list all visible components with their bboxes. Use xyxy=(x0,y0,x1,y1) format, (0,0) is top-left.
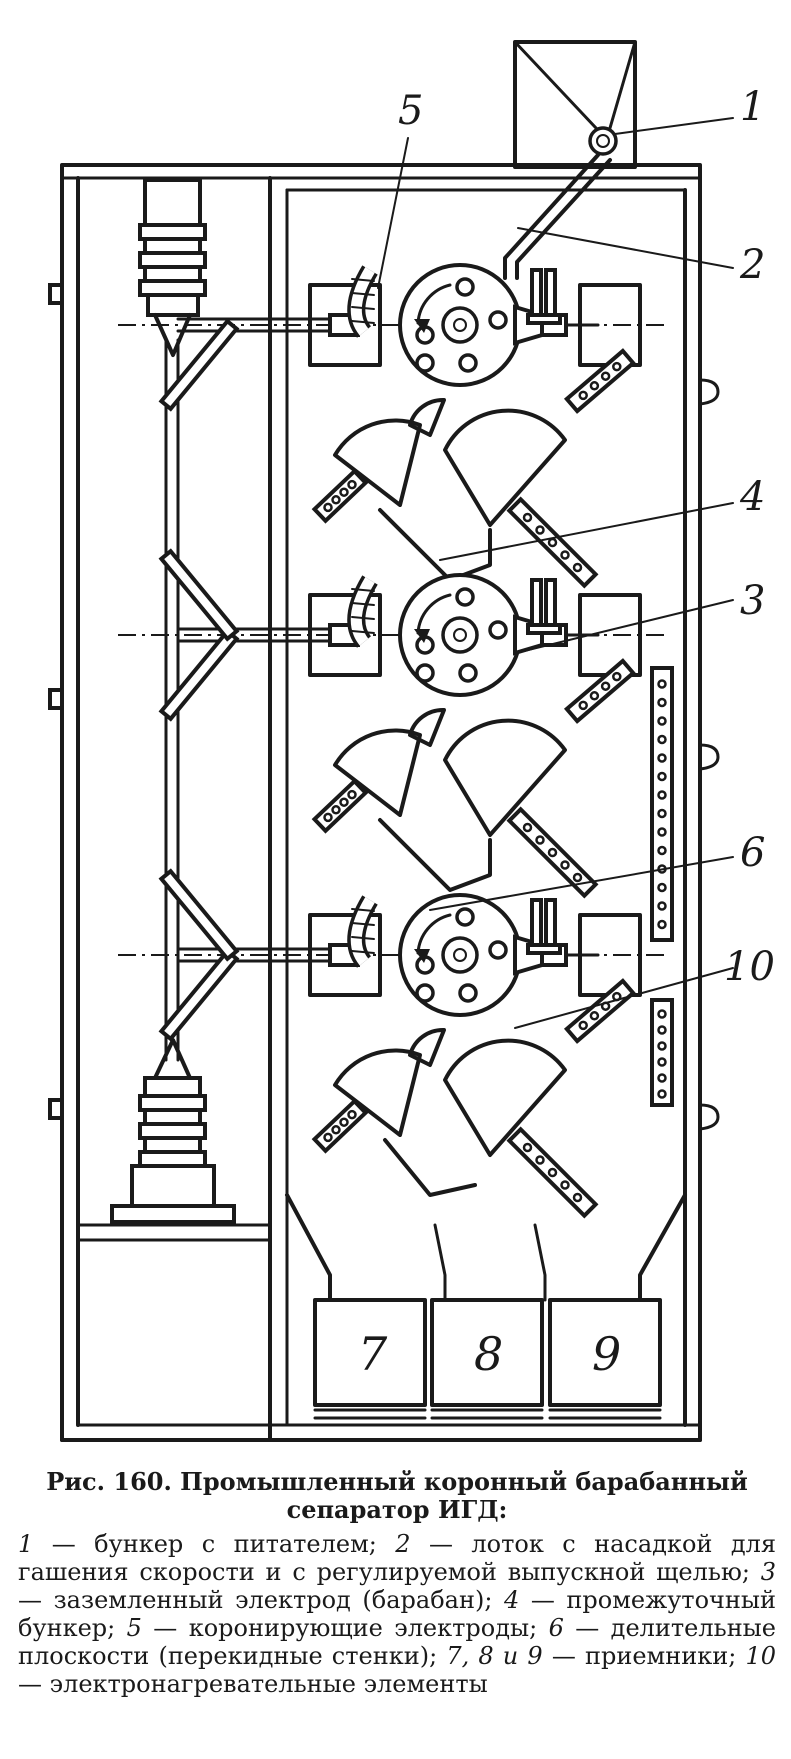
receiver-8 xyxy=(430,1298,544,1407)
callout-1: 1 xyxy=(740,84,765,130)
callout-10: 10 xyxy=(724,944,775,990)
callout-leaders xyxy=(377,117,734,1029)
stage-2 xyxy=(118,548,670,899)
callout-6: 6 xyxy=(740,830,765,876)
receiver-label-9: 9 xyxy=(592,1327,621,1381)
caption-title: Рис. 160. Промышленный коронный барабанн… xyxy=(46,1467,748,1524)
callout-3: 3 xyxy=(740,578,765,624)
feed-hopper xyxy=(513,40,637,169)
callout-5: 5 xyxy=(398,88,423,134)
receivers: 7 8 9 xyxy=(313,1298,662,1420)
legend-text: — коронирующие электроды; xyxy=(141,1614,549,1642)
legend-text: — электронагревательные элементы xyxy=(18,1670,488,1698)
receiver-label-7: 7 xyxy=(358,1327,388,1381)
legend-text: — заземленный электрод (барабан); xyxy=(18,1586,504,1614)
receiver-7 xyxy=(313,1298,427,1407)
stage-1 xyxy=(118,263,670,589)
receiver-label-8: 8 xyxy=(474,1327,503,1381)
legend-key: 5 xyxy=(126,1614,142,1642)
feed-chute xyxy=(503,153,612,280)
legend-key: 10 xyxy=(745,1642,777,1670)
legend-text: — делительные плоскости (перекидные стен… xyxy=(18,1614,776,1670)
heater-strip xyxy=(650,666,674,942)
receiver-9 xyxy=(548,1298,662,1407)
legend-key: 1 xyxy=(18,1530,34,1558)
insulator-top xyxy=(138,178,207,357)
legend-text: — бункер с питателем; xyxy=(33,1530,396,1558)
legend-text: — промежуточный бункер; xyxy=(18,1586,776,1642)
legend-key: 2 xyxy=(395,1530,411,1558)
separator-diagram: 7 8 9 1 2 3 4 5 6 10 xyxy=(48,40,775,1442)
caption-legend: 1 — бункер с питателем; 2 — лоток с наса… xyxy=(18,1530,776,1698)
heater-strip-lower xyxy=(650,998,674,1107)
legend-key: 4 xyxy=(503,1586,520,1614)
legend-key: 6 xyxy=(548,1614,564,1642)
legend-text: — лоток с насадкой для гашения скорости … xyxy=(18,1530,776,1586)
callout-2: 2 xyxy=(739,242,765,288)
figure-caption: Рис. 160. Промышленный коронный барабанн… xyxy=(18,1467,776,1699)
stage-3 xyxy=(118,868,670,1219)
insulator-bottom xyxy=(110,1038,236,1224)
callout-4: 4 xyxy=(739,474,765,520)
legend-key: 7, 8 и 9 xyxy=(446,1642,543,1670)
outer-frame xyxy=(48,163,720,1442)
legend-text: — приемники; xyxy=(542,1642,746,1670)
lower-hoppers xyxy=(285,1193,687,1302)
legend-key: 3 xyxy=(760,1558,776,1586)
